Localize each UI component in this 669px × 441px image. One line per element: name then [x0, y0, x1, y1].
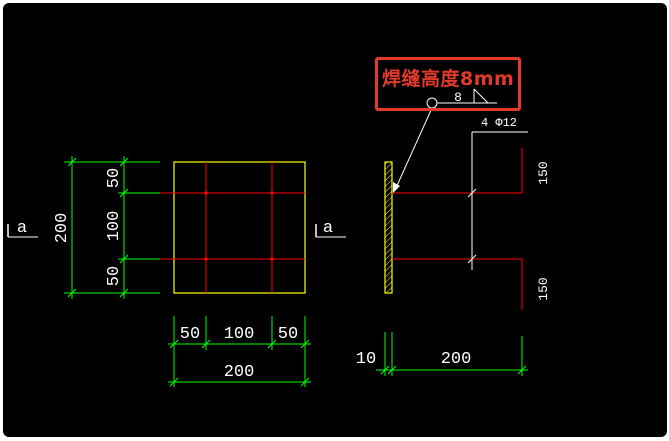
rebar-node	[270, 257, 274, 261]
dim-height-middle: 100	[105, 211, 124, 242]
plate-front-view	[158, 161, 306, 294]
cad-canvas	[3, 3, 667, 437]
plate-section	[384, 161, 393, 294]
dim-height-total: 200	[53, 213, 72, 244]
dim-anchor-top: 150	[536, 161, 551, 184]
height-dimensions	[64, 156, 160, 299]
anchor-bar-bottom	[392, 258, 523, 310]
weld-leader	[394, 107, 433, 191]
section-mark-right: a	[315, 219, 346, 238]
side-view: 4 Φ12 8 150 150 10 200	[356, 88, 551, 376]
rebar-label: 4 Φ12	[481, 116, 517, 130]
section-mark-left: a	[7, 219, 38, 238]
weld-arrowhead	[393, 182, 400, 193]
plate-outline	[173, 161, 306, 294]
rebar-node	[204, 257, 208, 261]
dim-anchor-length: 200	[441, 350, 472, 369]
dim-width-middle: 100	[224, 325, 255, 344]
weld-size-label: 8	[454, 90, 462, 105]
dim-width-total: 200	[224, 363, 255, 382]
anchor-bar-top	[392, 148, 523, 194]
dim-plate-thickness: 10	[356, 350, 376, 369]
weld-height-annotation: 焊缝高度8mm	[382, 68, 515, 90]
dim-height-bottom: 50	[105, 266, 124, 286]
width-dimensions	[168, 316, 311, 387]
dim-anchor-bottom: 150	[536, 277, 551, 300]
rebar-node	[204, 191, 208, 195]
weld-height-callout: 焊缝高度8mm	[375, 57, 521, 111]
dim-height-top: 50	[105, 168, 124, 188]
section-label-left: a	[17, 219, 27, 238]
dim-width-right: 50	[278, 325, 298, 344]
section-label-right: a	[323, 219, 333, 238]
dim-width-left: 50	[180, 325, 200, 344]
rebar-node	[270, 191, 274, 195]
fillet-weld-symbol	[473, 89, 488, 104]
